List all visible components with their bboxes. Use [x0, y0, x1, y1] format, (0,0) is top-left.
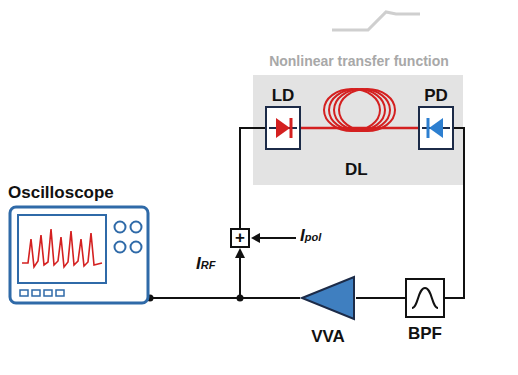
device-panel [253, 75, 463, 185]
oscilloscope-icon [8, 205, 150, 305]
scope-waveform [22, 229, 102, 267]
signal-wire [240, 128, 265, 228]
scope-knob [131, 222, 142, 233]
scope-knob [115, 222, 126, 233]
delay-line-label: DL [345, 160, 368, 180]
component-label: VVA [300, 327, 356, 347]
fiber-loop [339, 89, 395, 131]
scope-button [32, 290, 40, 296]
diode-bar [290, 118, 293, 138]
ipol-arrow-line [258, 237, 296, 239]
photo-diode [418, 106, 454, 150]
bandpass-curve [412, 288, 438, 308]
diode-symbol [420, 108, 452, 148]
optical-fiber [301, 128, 418, 129]
transfer-curve-sketch [332, 12, 420, 30]
fiber-loop [329, 89, 385, 131]
component-label: LD [265, 86, 301, 106]
scope-button [20, 290, 28, 296]
fiber-loop [334, 89, 390, 131]
signal-wire [235, 248, 245, 298]
connector-line [239, 256, 241, 298]
signal-wire [150, 298, 300, 299]
bias-current-label: Ipol [300, 226, 321, 247]
junction-dot [237, 295, 244, 302]
summing-junction: + [230, 228, 250, 248]
scope-button [44, 290, 52, 296]
connector-line [240, 128, 265, 228]
scope-knob [131, 242, 142, 253]
bandpass-symbol [407, 280, 443, 316]
component-label: PD [418, 86, 454, 106]
component-label: BPF [405, 324, 445, 344]
ipol-arrow-head [251, 233, 260, 243]
connector-line [150, 297, 300, 299]
amplifier-symbol [300, 275, 356, 321]
amplifier-triangle [300, 275, 356, 321]
rf-current-label: IRF [196, 254, 215, 275]
diode-bar [427, 118, 430, 138]
scope-screen [18, 215, 106, 283]
plus-sign: + [232, 230, 248, 246]
amplifier-body [302, 277, 354, 319]
diode-triangle [276, 118, 290, 138]
laser-diode [265, 106, 301, 150]
signal-wire [356, 298, 405, 299]
filter-box [405, 278, 445, 318]
connector-line [356, 297, 405, 299]
scope-body [8, 205, 150, 305]
signal-wire [445, 128, 464, 298]
amplifier-triangle: VVA [300, 275, 356, 347]
scope-button [56, 290, 64, 296]
fiber-loop [324, 89, 380, 131]
scope-knob [115, 242, 126, 253]
scope-body: Oscilloscope [8, 183, 150, 305]
diode-triangle [429, 118, 443, 138]
laser-diode: LD [265, 86, 301, 150]
connector-line [301, 127, 418, 130]
component-label: Oscilloscope [8, 183, 150, 203]
photo-diode: PD [418, 86, 454, 150]
connector-line [445, 128, 464, 298]
panel-heading: Nonlinear transfer function [253, 52, 465, 70]
filter-box: BPF [405, 278, 445, 344]
diode-symbol [267, 108, 299, 148]
scope-case [10, 207, 148, 303]
